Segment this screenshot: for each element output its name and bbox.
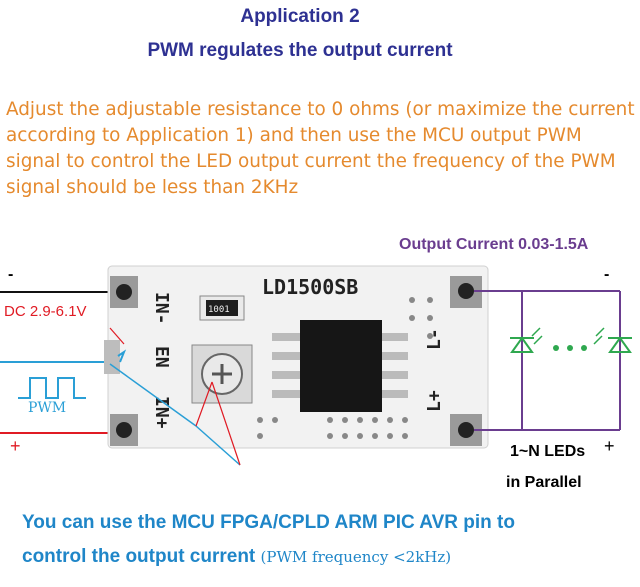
input-wires: [0, 291, 128, 434]
pin-l-minus-label: L-: [424, 328, 445, 350]
footer-line-2: control the output current (PWM frequenc…: [22, 546, 451, 568]
leds-label: 1~N LEDs: [510, 443, 586, 460]
led-continuation-dots: [553, 345, 587, 351]
dc-input-label: DC 2.9-6.1V: [4, 303, 87, 320]
led-array: [510, 327, 632, 353]
led-icon: [593, 327, 632, 353]
board-vias: [257, 297, 433, 439]
pin-in-minus-label: IN-: [151, 292, 172, 325]
pwm-waveform-icon: [18, 377, 86, 399]
pad-en: [104, 340, 120, 374]
page-title: Application 2: [240, 6, 360, 27]
output-plus-label: +: [604, 436, 615, 456]
pwm-signal-connection: [109, 327, 241, 466]
output-minus-label: -: [604, 266, 610, 283]
pin-l-plus-label: L+: [424, 390, 445, 412]
output-wires: [474, 290, 621, 431]
pin-en-label: EN: [151, 346, 172, 368]
input-minus-label: -: [8, 266, 14, 283]
input-plus-label: +: [10, 436, 21, 456]
pad-l-plus-hole: [458, 422, 474, 438]
driver-board: LD1500SB 1001 IN- EN IN+ L- L+: [104, 265, 489, 449]
output-current-label: Output Current 0.03-1.5A: [399, 236, 589, 253]
parallel-label: in Parallel: [506, 474, 582, 491]
footer-line-1: You can use the MCU FPGA/CPLD ARM PIC AV…: [22, 512, 515, 533]
page-subtitle: PWM regulates the output current: [147, 40, 453, 61]
board-model-label: LD1500SB: [262, 275, 358, 299]
pad-l-minus-hole: [458, 283, 474, 299]
ic-chip: [272, 320, 408, 412]
pad-in-minus-hole: [116, 284, 132, 300]
pad-in-plus-hole: [116, 422, 132, 438]
resistor-code-label: 1001: [208, 305, 230, 315]
footer-line-2-main: control the output current: [22, 546, 256, 567]
description-text: Adjust the adjustable resistance to 0 oh…: [6, 99, 635, 198]
footer-line-2-note: (PWM frequency <2kHz): [260, 548, 452, 566]
pwm-label: PWM: [28, 400, 67, 416]
led-icon: [510, 327, 543, 353]
